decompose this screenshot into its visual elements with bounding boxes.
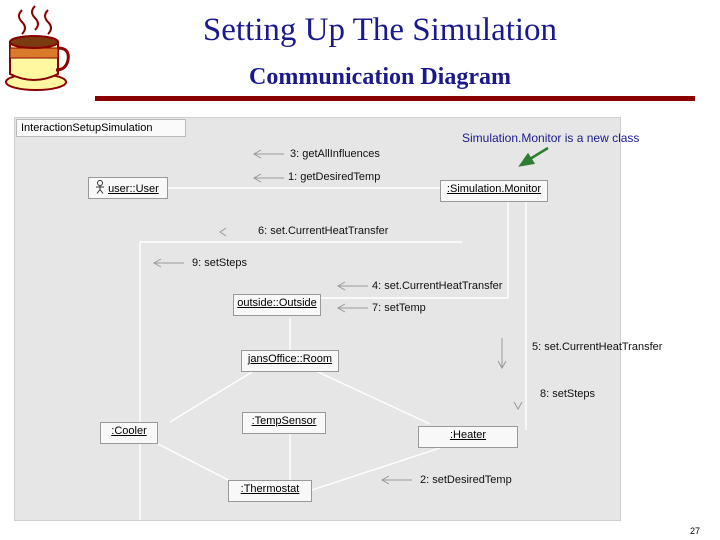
message-set-steps-9: 9: setSteps: [192, 257, 248, 269]
slide-title: Setting Up The Simulation: [202, 12, 558, 48]
object-cooler: :Cooler: [100, 422, 158, 444]
object-thermostat: :Thermostat: [228, 480, 312, 502]
object-outside: outside::Outside: [233, 294, 321, 316]
page-number: 27: [690, 526, 701, 536]
message-set-current-heat-transfer-5: 5: set.CurrentHeatTransfer: [532, 341, 663, 353]
object-simulation-monitor: :Simulation.Monitor: [440, 180, 548, 202]
message-set-steps-8: 8: setSteps: [540, 388, 596, 400]
title-divider: [95, 96, 695, 101]
message-get-desired-temp: 1: getDesiredTemp: [288, 171, 381, 183]
message-set-temp: 7: setTemp: [372, 302, 426, 314]
message-set-current-heat-transfer-4: 4: set.CurrentHeatTransfer: [372, 280, 503, 292]
actor-icon: [96, 180, 104, 194]
frame-label: InteractionSetupSimulation: [16, 119, 186, 137]
object-room: jansOffice::Room: [241, 350, 339, 372]
object-user-label: user::User: [108, 183, 159, 195]
object-heater: :Heater: [418, 426, 518, 448]
message-set-desired-temp: 2: setDesiredTemp: [420, 474, 512, 486]
slide-subtitle: Communication Diagram: [249, 64, 511, 90]
message-set-current-heat-transfer-6: 6: set.CurrentHeatTransfer: [258, 225, 389, 237]
object-user: user::User: [88, 177, 168, 199]
class-note: Simulation.Monitor is a new class: [462, 131, 640, 145]
coffee-mug-logo: [5, 5, 70, 91]
message-get-all-influences: 3: getAllInfluences: [290, 148, 380, 160]
object-temp-sensor: :TempSensor: [242, 412, 326, 434]
